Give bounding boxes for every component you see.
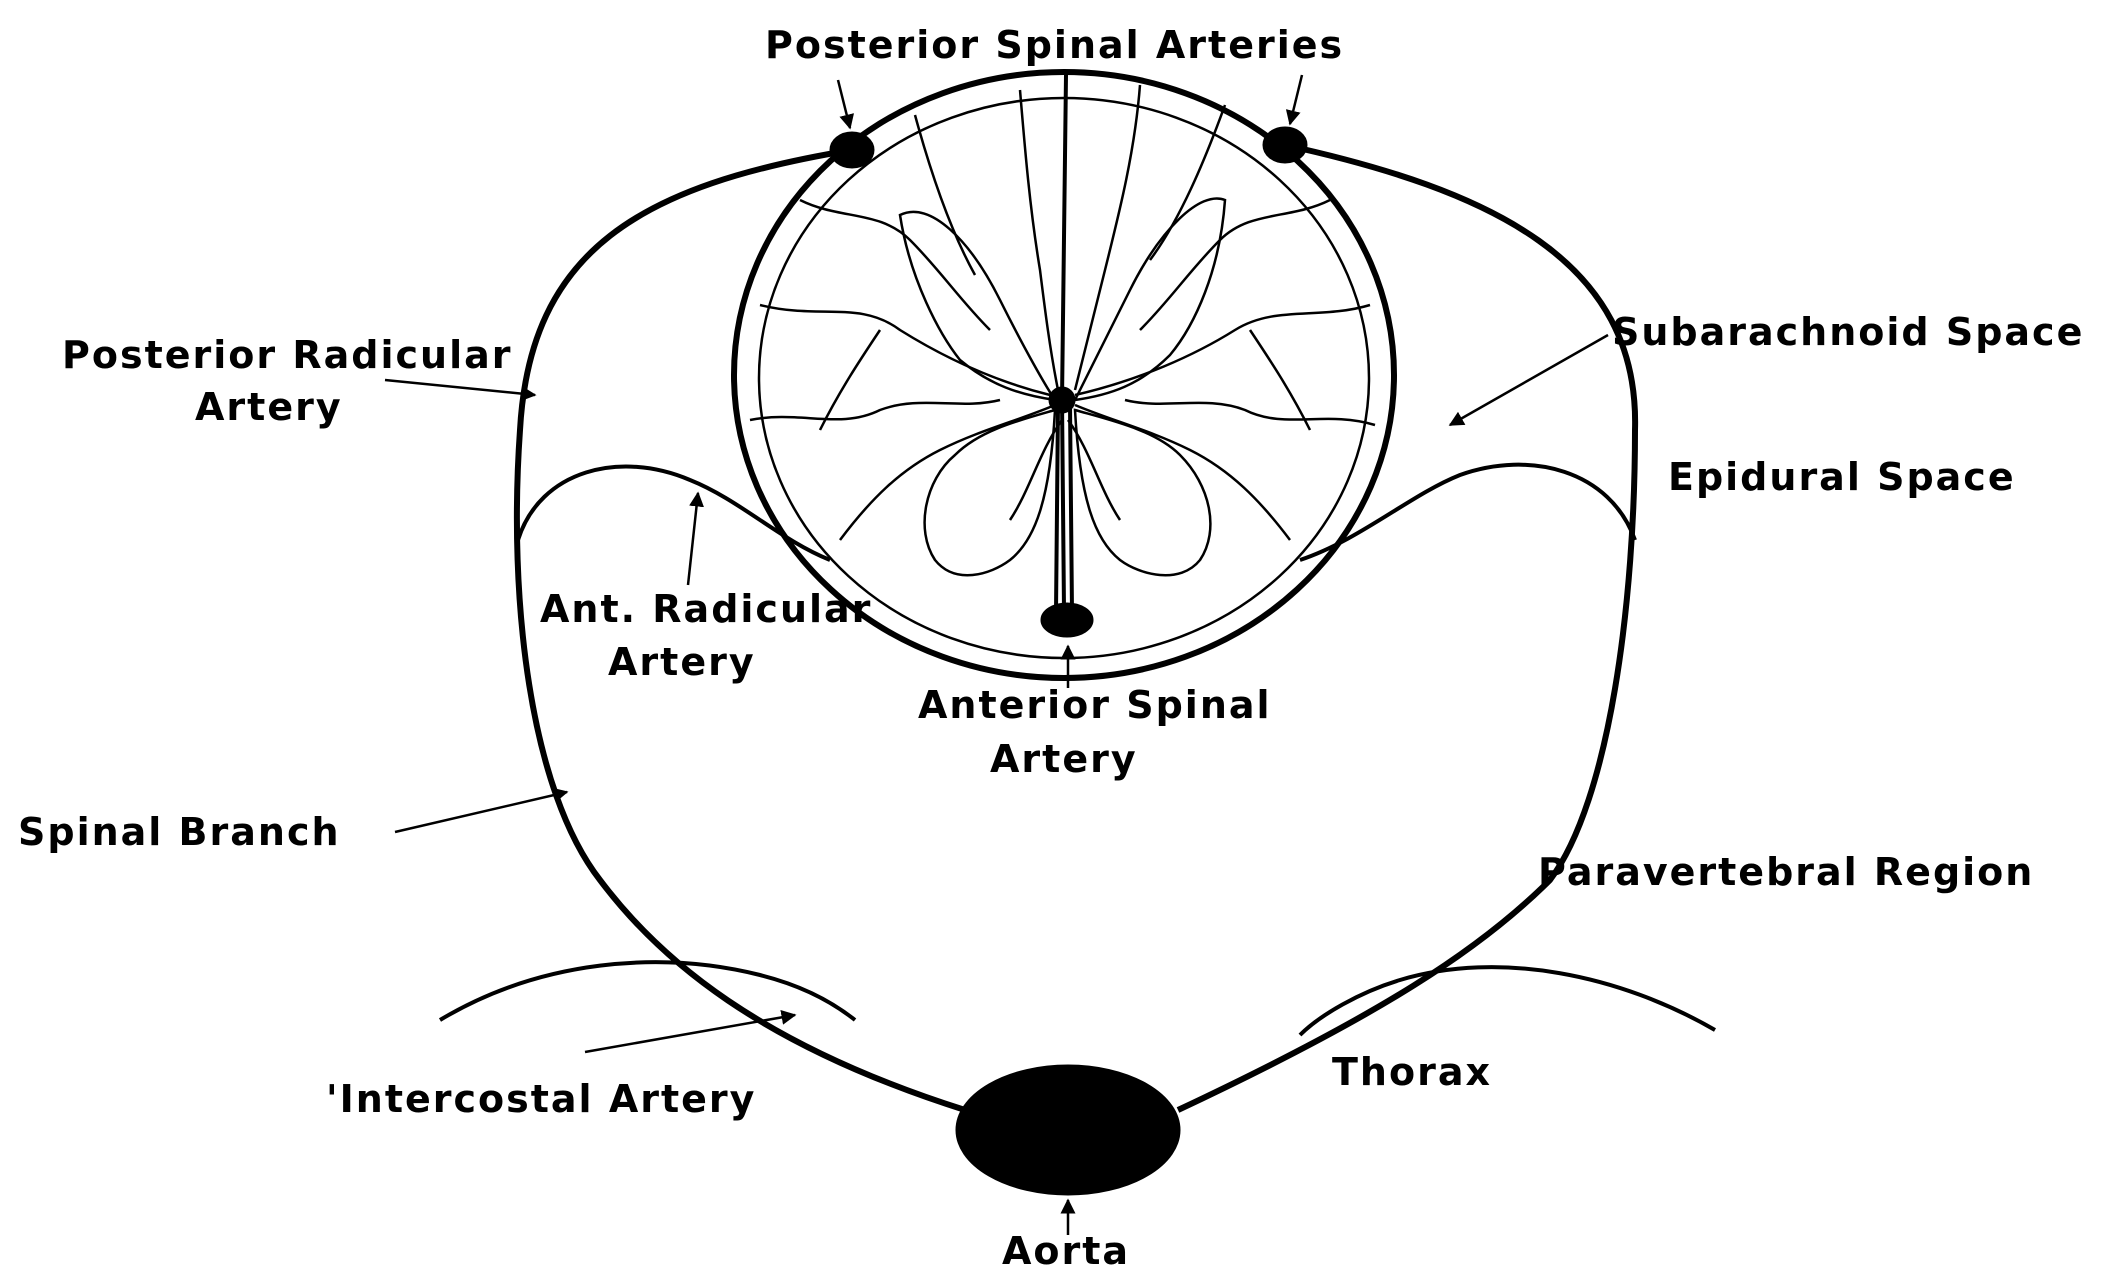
intramedullary-vessel <box>1125 400 1375 425</box>
label-epidural-space: Epidural Space <box>1668 455 2016 499</box>
epidural-boundary-left <box>518 467 830 561</box>
intramedullary-vessel <box>1075 305 1370 395</box>
intramedullary-vessel <box>1150 105 1225 260</box>
label-intercostal-artery: 'Intercostal Artery <box>326 1077 756 1121</box>
gray-matter-anterior-horn-left <box>925 410 1055 575</box>
label-spinal-branch: Spinal Branch <box>18 810 341 854</box>
arrow-posterior-spinal-right <box>1290 75 1302 124</box>
cord-midline <box>1062 75 1066 610</box>
intramedullary-vessel <box>1075 85 1140 390</box>
arrow-posterior-radicular <box>385 380 535 395</box>
arrow-intercostal <box>585 1015 795 1052</box>
label-posterior-radicular-line2: Artery <box>195 385 343 429</box>
label-paravertebral-region: Paravertebral Region <box>1538 850 2034 894</box>
anterior-spinal-artery <box>1041 603 1093 637</box>
arrow-posterior-spinal-left <box>838 80 850 128</box>
label-posterior-spinal-arteries: Posterior Spinal Arteries <box>765 23 1344 67</box>
label-ant-radicular-line1: Ant. Radicular <box>540 587 872 631</box>
arrow-ant-radicular <box>688 493 698 585</box>
intramedullary-vessel <box>1020 90 1058 390</box>
intramedullary-vessel <box>915 115 975 275</box>
intramedullary-vessel <box>750 400 1000 420</box>
intramedullary-vessel <box>1140 200 1330 330</box>
label-aorta: Aorta <box>1002 1229 1130 1272</box>
rib-curve-right <box>1300 967 1715 1035</box>
label-anterior-spinal-line2: Artery <box>990 737 1138 781</box>
label-ant-radicular-line2: Artery <box>608 640 756 684</box>
label-anterior-spinal-line1: Anterior Spinal <box>918 683 1272 727</box>
arrow-subarachnoid <box>1450 335 1608 425</box>
intramedullary-vessel <box>820 330 1310 430</box>
arrow-spinal-branch <box>395 792 567 832</box>
intramedullary-vessel <box>760 305 1050 395</box>
epidural-boundary-right <box>1300 465 1635 560</box>
gray-matter-anterior-horn-right <box>1075 410 1210 575</box>
central-artery-node <box>1049 387 1075 413</box>
intramedullary-vessel <box>1075 405 1290 540</box>
label-thorax: Thorax <box>1332 1050 1492 1094</box>
posterior-spinal-artery-right <box>1263 127 1307 163</box>
label-posterior-radicular-line1: Posterior Radicular <box>62 333 512 377</box>
label-subarachnoid-space: Subarachnoid Space <box>1612 310 2084 354</box>
aorta <box>956 1065 1180 1195</box>
posterior-spinal-artery-left <box>830 132 874 168</box>
rib-curve-left <box>440 962 855 1020</box>
intramedullary-vessel <box>840 405 1055 540</box>
intramedullary-vessel <box>1010 420 1120 520</box>
